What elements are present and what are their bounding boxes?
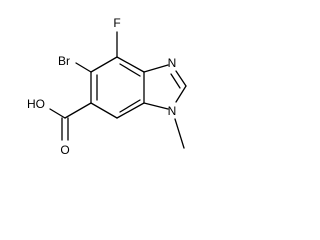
bond-c6-carboxyl <box>64 102 92 119</box>
bond-c3a-n3 <box>143 64 169 73</box>
bond-c6-c7 <box>90 102 118 119</box>
bond-n1-c7a <box>143 102 169 110</box>
bond-c7-c7a <box>116 102 145 119</box>
bond-c2-n1 <box>175 85 187 103</box>
imidazole-nitrogen-3-label: N <box>168 56 177 70</box>
bond-c5-bromine <box>75 62 92 73</box>
bond-c3a-c4 <box>116 56 145 73</box>
imidazole-nitrogen-1-label: N <box>168 104 177 118</box>
bond-c7-c7a-double <box>119 99 141 113</box>
bond-n3-c2 <box>175 70 187 87</box>
hydroxyl-label: HO <box>27 97 45 111</box>
bromine-label: Br <box>58 54 70 68</box>
carbonyl-oxygen-label: O <box>60 143 69 157</box>
fluorine-label: F <box>113 16 120 30</box>
molecule-structure: F Br HO O N N <box>27 16 187 157</box>
bond-c3a-c4-double <box>119 63 141 77</box>
bond-n1-methyl <box>174 118 185 149</box>
bond-c4-c5 <box>90 56 118 73</box>
bond-carboxyl-hydroxyl <box>49 108 66 119</box>
bond-n3-c2-double <box>170 73 181 89</box>
